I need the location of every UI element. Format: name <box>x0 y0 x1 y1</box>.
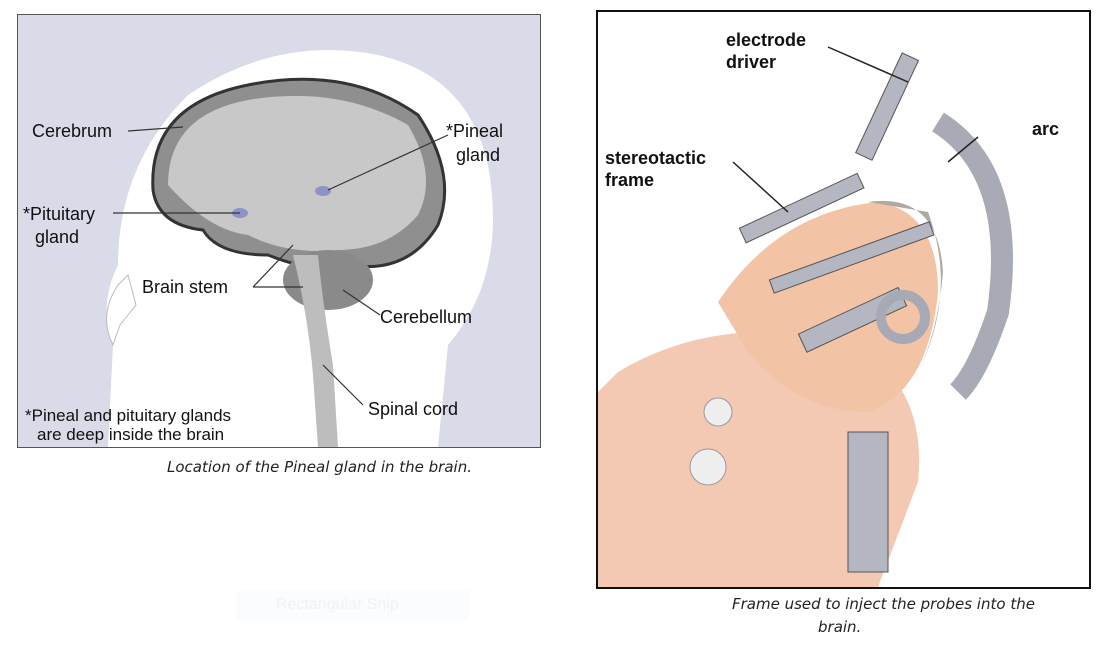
label-spinal-cord: Spinal cord <box>368 399 459 419</box>
brain-diagram: Cerebrum *Pineal gland *Pituitary gland … <box>17 14 541 448</box>
label-cerebellum: Cerebellum <box>380 307 473 327</box>
label-pineal-gland: gland <box>456 145 501 165</box>
label-frame: frame <box>605 170 655 190</box>
label-pituitary: *Pituitary <box>23 204 96 224</box>
label-stereotactic: stereotactic <box>605 148 707 168</box>
label-pituitary-gland: gland <box>35 227 80 247</box>
label-driver: driver <box>726 52 777 72</box>
brain-illustration <box>106 50 494 447</box>
caption-figure1: Location of the Pineal gland in the brai… <box>167 458 472 476</box>
frame-illustration <box>598 46 1013 587</box>
rectangular-snip-ghost: Rectangular Snip <box>236 590 469 620</box>
caption-figure2-line1: Frame used to inject the probes into the <box>732 595 1035 613</box>
stereotactic-frame-illustration: electrode driver arc stereotactic frame <box>596 10 1091 589</box>
label-electrode: electrode <box>726 30 807 50</box>
note-line-1: *Pineal and pituitary glands <box>25 406 232 425</box>
label-pineal: *Pineal <box>446 121 504 141</box>
label-cerebrum: Cerebrum <box>32 121 113 141</box>
label-brain-stem: Brain stem <box>142 277 229 297</box>
note-line-2: are deep inside the brain <box>37 425 225 444</box>
caption-figure2-line2: brain. <box>818 618 862 636</box>
label-arc: arc <box>1032 119 1060 139</box>
